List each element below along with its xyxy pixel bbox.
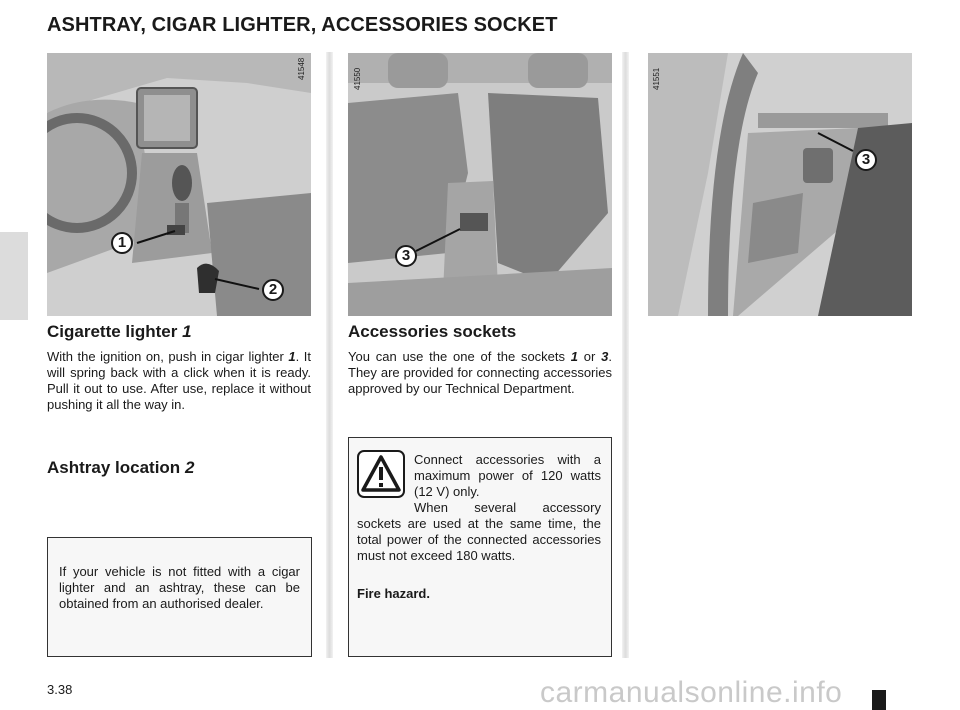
callout-2: 2 — [262, 279, 284, 301]
page-number: 3.38 — [47, 682, 73, 697]
column-divider — [326, 52, 333, 658]
sockets-heading: Accessories sockets — [348, 322, 517, 341]
page-title: ASHTRAY, CIGAR LIGHTER, ACCESSORIES SOCK… — [47, 14, 558, 36]
dashboard-photo: 1 2 — [47, 53, 311, 316]
note-text: If your vehicle is not fitted with a cig… — [59, 564, 300, 611]
rear-seat-photo: 3 — [348, 53, 612, 316]
photo-ref: 41551 — [652, 67, 661, 90]
callout-3: 3 — [855, 149, 877, 171]
ashtray-heading: Ashtray location 2 — [47, 458, 195, 477]
lighter-heading: Cigarette lighter 1 — [47, 322, 192, 341]
watermark: carmanualsonline.info — [540, 676, 843, 709]
warning-fire-hazard: Fire hazard. — [357, 586, 430, 601]
photo-ref: 41550 — [353, 67, 362, 90]
lighter-text: With the ignition on, push in cigar ligh… — [47, 349, 311, 412]
callout-3: 3 — [395, 245, 417, 267]
section-tab — [0, 232, 28, 320]
callout-1: 1 — [111, 232, 133, 254]
column-divider — [622, 52, 629, 658]
sockets-text: You can use the one of the sockets 1 or … — [348, 349, 612, 396]
warning-box — [348, 437, 612, 657]
warning-triangle-icon — [357, 450, 405, 498]
corner-mark — [872, 690, 886, 710]
photo-ref: 41548 — [297, 57, 306, 80]
boot-photo: 3 — [648, 53, 912, 316]
warning-text-1: Connect accessories with a maximum power… — [414, 452, 601, 499]
note-box: If your vehicle is not fitted with a cig… — [47, 537, 312, 657]
warning-text-2: When several accessory sockets are used … — [357, 500, 601, 563]
